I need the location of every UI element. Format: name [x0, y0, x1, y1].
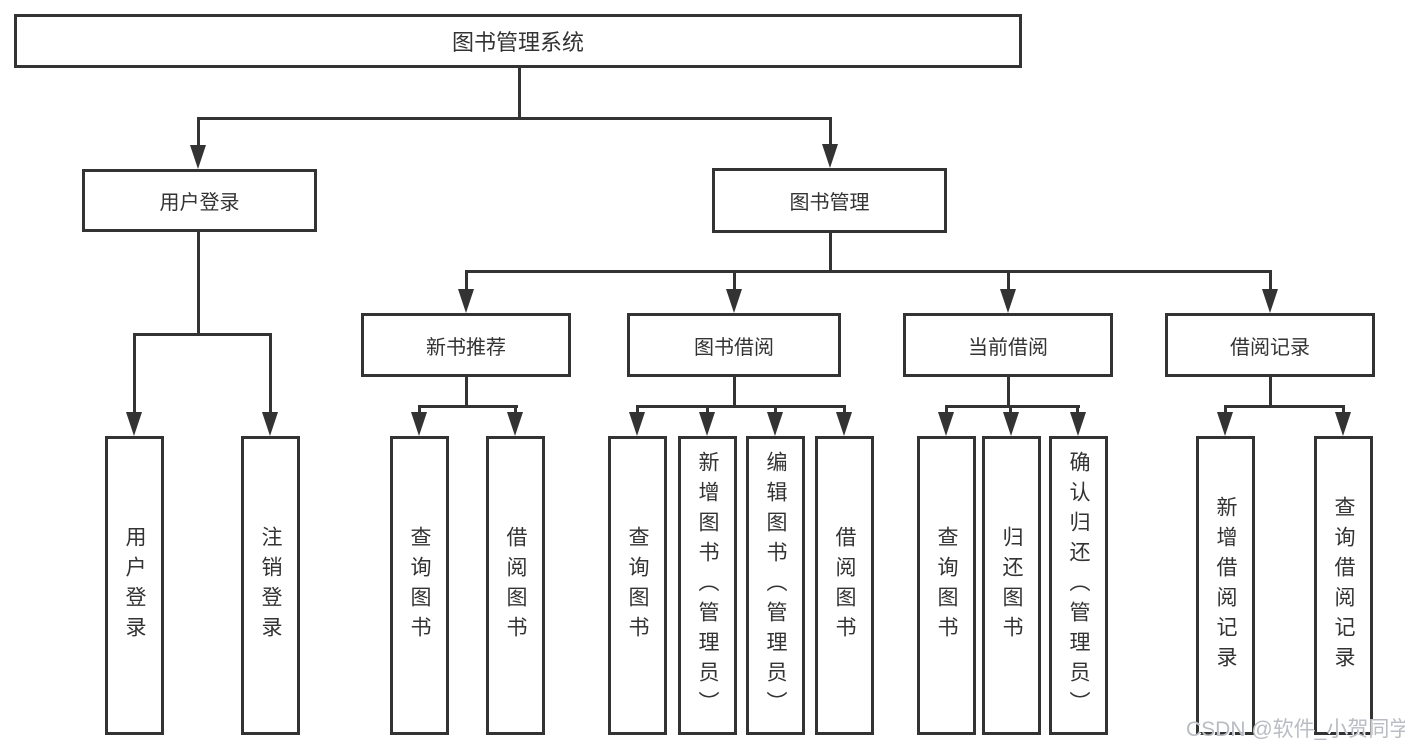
node-book-borrow: 图书借阅 — [627, 313, 841, 377]
leaf-borrow-books: 借阅图书 — [815, 436, 874, 735]
leaf-label: 归还图书 — [1000, 525, 1023, 646]
leaf-label: 用户登录 — [123, 525, 146, 646]
leaf-borrow-books-recommend: 借阅图书 — [486, 436, 545, 735]
arrow-down-icon — [938, 412, 954, 436]
arrow-down-icon — [699, 412, 715, 436]
leaf-label: 查询图书 — [408, 525, 431, 646]
leaf-return-books: 归还图书 — [982, 436, 1041, 735]
leaf-edit-books-admin: 编辑图书（管理员） — [746, 436, 805, 735]
leaf-label: 确认归还（管理员） — [1067, 450, 1090, 721]
connector-drop-line — [1009, 405, 1012, 414]
arrow-down-icon — [1217, 412, 1233, 436]
connector-drop-line — [636, 405, 639, 414]
leaf-label: 新增图书（管理员） — [696, 450, 719, 721]
arrow-down-icon — [726, 289, 742, 313]
node-library-system: 图书管理系统 — [14, 14, 1022, 68]
leaf-query-borrow-record: 查询借阅记录 — [1314, 436, 1373, 735]
leaf-label: 编辑图书（管理员） — [764, 450, 787, 721]
connector-drop-line — [733, 270, 736, 292]
leaf-label: 查询图书 — [935, 525, 958, 646]
leaf-query-books-borrow: 查询图书 — [608, 436, 667, 735]
node-label: 图书管理系统 — [451, 30, 584, 55]
arrow-down-icon — [629, 412, 645, 436]
arrow-down-icon — [458, 289, 474, 313]
leaf-label: 查询图书 — [626, 525, 649, 646]
leaf-user-login: 用户登录 — [105, 436, 164, 735]
connector-login-stem — [197, 232, 200, 335]
connector-mgmt-rail — [465, 270, 1270, 273]
connector-rail — [636, 405, 846, 408]
connector-drop-line — [774, 405, 777, 414]
connector-drop-line — [1007, 270, 1010, 292]
connector-drop-line — [1224, 405, 1227, 414]
connector-mgmt-stem — [829, 233, 832, 273]
node-user-login: 用户登录 — [82, 169, 317, 232]
node-book-management: 图书管理 — [712, 168, 947, 233]
leaf-label: 借阅图书 — [833, 525, 856, 646]
connector-drop-line — [843, 405, 846, 414]
connector-drop-line — [945, 405, 948, 414]
connector-drop-line — [1269, 270, 1272, 292]
connector-root-rail — [197, 117, 832, 120]
arrow-down-icon — [822, 144, 838, 168]
connector-stem — [1269, 377, 1272, 408]
leaf-query-books-recommend: 查询图书 — [390, 436, 449, 735]
leaf-add-borrow-record: 新增借阅记录 — [1196, 436, 1255, 735]
node-label: 当前借阅 — [968, 336, 1048, 359]
arrow-down-icon — [411, 412, 427, 436]
connector-drop-line — [418, 405, 421, 414]
arrow-down-icon — [1335, 412, 1351, 436]
connector-login-rail — [133, 333, 272, 336]
connector-drop-line — [1342, 405, 1345, 414]
connector-rail — [945, 405, 1080, 408]
connector-root-stem — [518, 68, 521, 119]
arrow-down-icon — [262, 412, 278, 436]
leaf-label: 借阅图书 — [504, 525, 527, 646]
arrow-down-icon — [1000, 289, 1016, 313]
node-current-borrow: 当前借阅 — [903, 313, 1113, 377]
leaf-add-books-admin: 新增图书（管理员） — [678, 436, 737, 735]
connector-stem — [465, 377, 468, 408]
arrow-down-icon — [507, 412, 523, 436]
arrow-down-icon — [767, 412, 783, 436]
arrow-down-icon — [126, 412, 142, 436]
connector-drop-line — [465, 270, 468, 292]
leaf-label: 新增借阅记录 — [1214, 495, 1237, 676]
connector-drop-line — [197, 117, 200, 147]
arrow-down-icon — [836, 412, 852, 436]
connector-stem — [1007, 377, 1010, 408]
connector-rail — [418, 405, 518, 408]
node-label: 借阅记录 — [1230, 336, 1310, 359]
node-label: 图书借阅 — [694, 336, 774, 359]
node-new-book-recommend: 新书推荐 — [361, 313, 571, 377]
arrow-down-icon — [1003, 412, 1019, 436]
connector-drop-line — [829, 117, 832, 147]
leaf-label: 注销登录 — [259, 525, 282, 646]
arrow-down-icon — [1070, 412, 1086, 436]
leaf-confirm-return-admin: 确认归还（管理员） — [1049, 436, 1108, 735]
node-borrow-records: 借阅记录 — [1165, 313, 1375, 377]
connector-stem — [733, 377, 736, 408]
connector-drop-line — [1076, 405, 1079, 414]
node-label: 用户登录 — [159, 192, 240, 214]
connector-drop-line — [706, 405, 709, 414]
arrow-down-icon — [1262, 289, 1278, 313]
connector-rail — [1224, 405, 1345, 408]
arrow-down-icon — [190, 145, 206, 169]
connector-drop-line — [133, 333, 136, 414]
csdn-watermark: CSDN @软件_小贺同学 — [1186, 718, 1405, 741]
connector-drop-line — [269, 333, 272, 414]
connector-drop-line — [514, 405, 517, 414]
node-label: 图书管理 — [789, 192, 870, 214]
node-label: 新书推荐 — [426, 336, 506, 359]
leaf-label: 查询借阅记录 — [1332, 495, 1355, 676]
leaf-logout: 注销登录 — [241, 436, 300, 735]
leaf-query-books-current: 查询图书 — [917, 436, 976, 735]
